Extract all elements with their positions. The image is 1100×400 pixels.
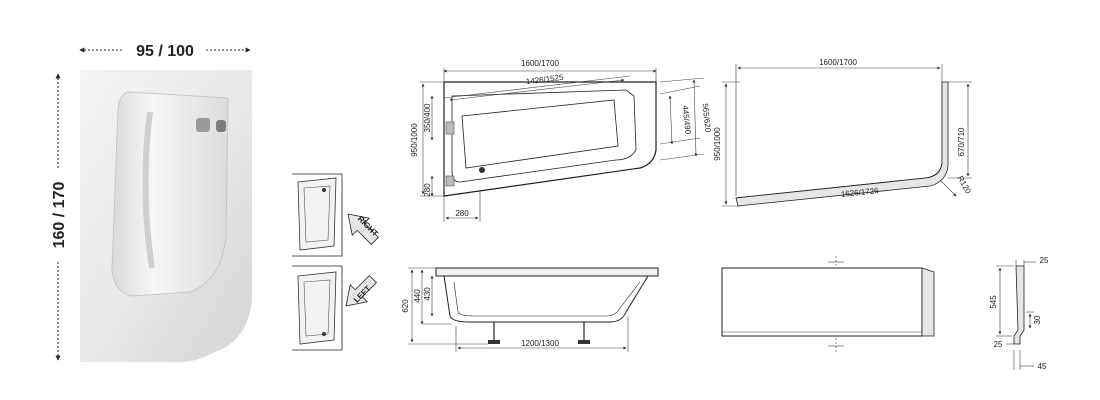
tub-leg-left	[488, 322, 500, 344]
profile-foot: 45	[1038, 362, 1047, 371]
side-height-total: 620	[401, 299, 410, 313]
orientation-right: RIGHT	[292, 173, 380, 257]
arrow-left-icon	[345, 275, 377, 307]
panel-depth: 670/710	[957, 127, 966, 156]
photo-width-dimension: 95 / 100	[79, 43, 251, 60]
profile-gap: 30	[1033, 315, 1042, 324]
side-height-inner: 430	[423, 287, 432, 301]
side-view-drawing: 620 440 430 1200/1300	[401, 267, 659, 352]
profile-top: 25	[1040, 256, 1049, 265]
top-bottom-offset: 280	[455, 209, 469, 218]
top-view-drawing: 1600/1700 1426/1525 950/1000 350/400 280…	[410, 59, 713, 222]
tub-leg-right	[578, 322, 590, 344]
bathtub-photo	[80, 70, 252, 362]
orientation-left: LEFT	[292, 265, 377, 351]
top-width: 950/1000	[410, 123, 419, 157]
top-left-inner: 350/400	[423, 103, 432, 132]
profile-height: 545	[989, 295, 998, 309]
photo-height-label: 160 / 170	[51, 182, 68, 249]
top-right-outer: 565/620	[700, 103, 712, 133]
photo-height-dimension: 160 / 170	[51, 73, 68, 361]
panel-length: 1600/1700	[819, 58, 857, 67]
arrow-right-icon	[347, 213, 379, 245]
panel-radius: R120	[955, 174, 973, 196]
panel-diagonal: 1626/1726	[840, 186, 879, 199]
profile-bottom: 25	[994, 340, 1003, 349]
panel-width: 950/1000	[713, 127, 722, 161]
top-left-bottom: 280	[423, 183, 432, 197]
side-height-mid: 440	[413, 289, 422, 303]
panel-profile-drawing: 25 545 30 25 45	[989, 256, 1049, 371]
top-right-inner: 445/490	[680, 105, 692, 135]
side-base-length: 1200/1300	[521, 339, 559, 348]
top-overall-length: 1600/1700	[521, 59, 559, 68]
front-panel-drawing	[721, 256, 935, 352]
panel-top-drawing: 1600/1700 950/1000 670/710 R120 1626/172…	[713, 58, 973, 207]
photo-width-label: 95 / 100	[136, 43, 194, 60]
